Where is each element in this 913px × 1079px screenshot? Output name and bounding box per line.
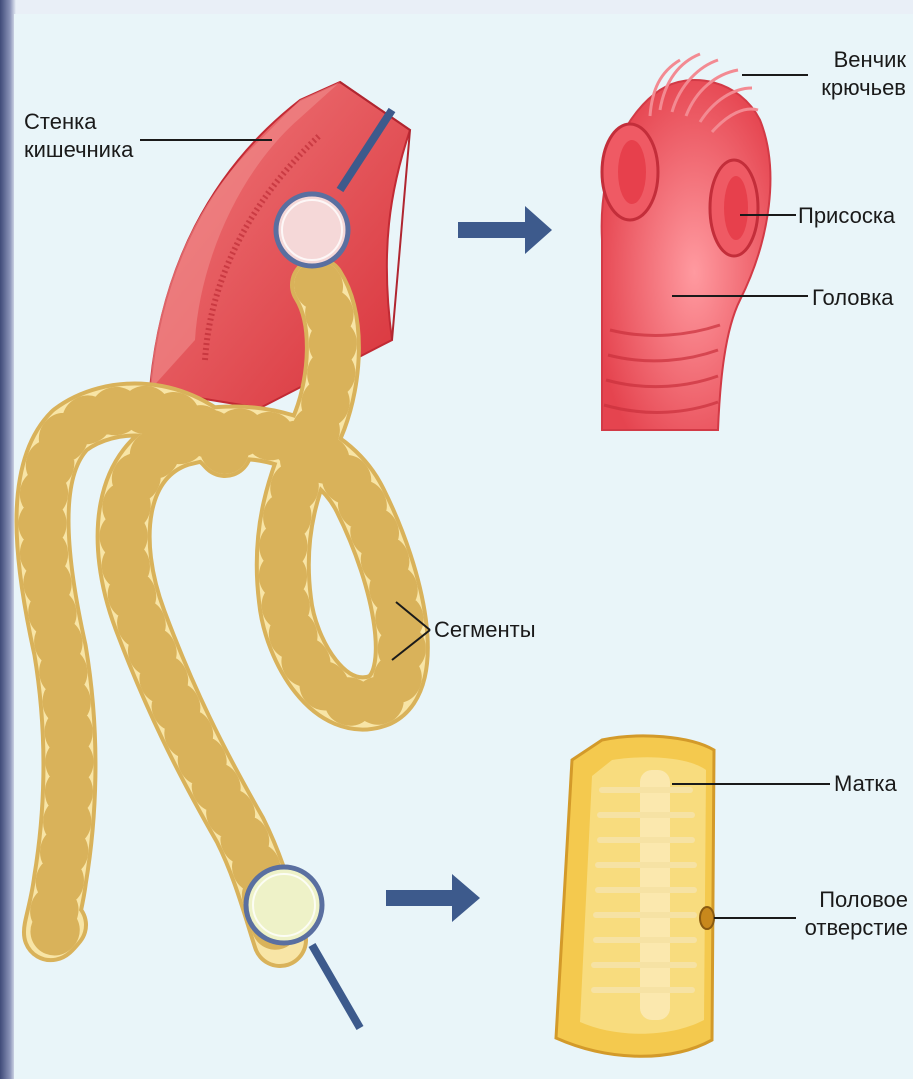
label-intestine-wall: Стенка кишечника [24, 108, 133, 164]
label-segments: Сегменты [434, 616, 536, 644]
label-hook-crown: Венчик крючьев [810, 46, 906, 102]
label-genital-pore: Половое отверстие [780, 886, 908, 942]
right-arrow-icon [458, 206, 552, 254]
label-sucker: Присоска [798, 202, 895, 230]
right-arrow-icon [386, 874, 480, 922]
label-uterus: Матка [834, 770, 897, 798]
scolex-head [602, 54, 771, 430]
label-head: Головка [812, 284, 894, 312]
